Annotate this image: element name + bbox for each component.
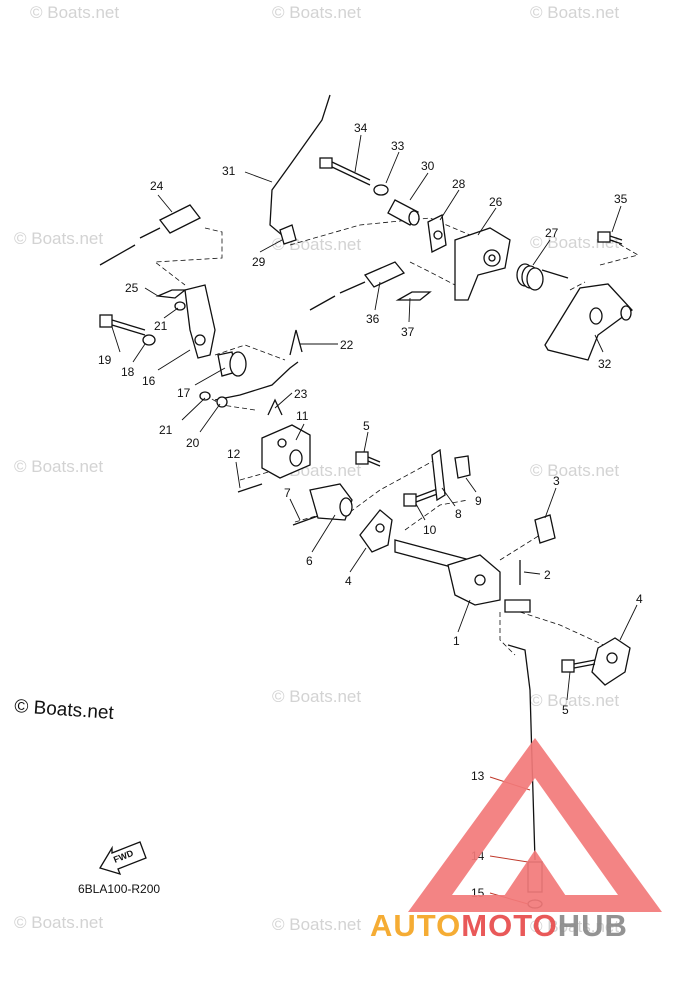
callout-12: 12 <box>227 447 241 461</box>
callout-20: 20 <box>186 436 200 450</box>
watermark: © Boats.net <box>14 913 103 932</box>
cable-end-24 <box>99 204 201 266</box>
watermarks: © Boats.net © Boats.net © Boats.net © Bo… <box>14 3 619 936</box>
shaft-1 <box>394 539 531 613</box>
washer-18 <box>142 334 156 346</box>
washer-33 <box>373 184 389 196</box>
bolt-5a <box>355 451 381 467</box>
callout-1: 1 <box>453 634 460 648</box>
logo-triangle-icon <box>408 738 662 912</box>
callout-8: 8 <box>455 507 462 521</box>
callout-7: 7 <box>284 486 291 500</box>
callout-33: 33 <box>391 139 405 153</box>
plate-8 <box>431 448 446 502</box>
cable-end-36 <box>309 261 406 311</box>
rod-13 <box>507 644 536 861</box>
callout-9: 9 <box>475 494 482 508</box>
plate-9 <box>454 455 471 479</box>
callout-3: 3 <box>553 474 560 488</box>
watermark: © Boats.net <box>530 461 619 480</box>
fwd-arrow: FWD <box>99 841 147 876</box>
callout-17: 17 <box>177 386 191 400</box>
callout-31: 31 <box>222 164 236 178</box>
callout-35: 35 <box>614 192 628 206</box>
callout-21a: 21 <box>154 319 168 333</box>
callout-13: 13 <box>471 769 485 783</box>
callout-19: 19 <box>98 353 112 367</box>
bolt-10 <box>403 487 441 507</box>
link-20 <box>214 361 299 401</box>
pin-22 <box>289 329 303 356</box>
callout-23: 23 <box>294 387 308 401</box>
parts <box>99 94 633 909</box>
clip-3 <box>534 514 556 544</box>
callouts: 34 33 30 31 28 26 35 24 27 29 25 36 37 3… <box>98 121 643 900</box>
callout-10: 10 <box>423 523 437 537</box>
pin-12 <box>237 483 263 493</box>
watermark: © Boats.net <box>530 917 619 936</box>
callout-2: 2 <box>544 568 551 582</box>
callout-36: 36 <box>366 312 380 326</box>
washer-21b <box>199 391 211 401</box>
watermark: © Boats.net <box>530 691 619 710</box>
lever-26 <box>454 227 511 301</box>
watermark: © Boats.net <box>272 687 361 706</box>
block-11 <box>261 424 311 479</box>
bracket-4b <box>591 637 631 686</box>
sleeve-30 <box>387 199 420 226</box>
copyright-mark: © Boats.net <box>14 696 115 724</box>
callout-26: 26 <box>489 195 503 209</box>
callout-11: 11 <box>296 409 309 423</box>
leader-lines <box>111 134 638 905</box>
watermark: © Boats.net <box>530 3 619 22</box>
logo-inner-triangle-icon <box>498 850 572 905</box>
callout-29: 29 <box>252 255 266 269</box>
callout-21b: 21 <box>159 423 173 437</box>
assembly-lines <box>153 217 640 656</box>
bracket-32 <box>544 283 633 361</box>
clip-25 <box>155 289 187 299</box>
bracket-4a <box>359 509 393 553</box>
callout-18: 18 <box>121 365 135 379</box>
lever-16 <box>184 284 216 359</box>
pin-23 <box>267 398 283 416</box>
knob-17 <box>217 351 247 377</box>
callout-34: 34 <box>354 121 368 135</box>
logo-text: AUTOMOTOHUB <box>370 908 628 943</box>
spring-27 <box>516 263 569 291</box>
watermark: © Boats.net <box>272 915 361 934</box>
diagram-code: 6BLA100-R200 <box>78 882 160 896</box>
callout-4a: 4 <box>345 574 352 588</box>
bolt-19 <box>99 314 146 336</box>
bolt-5b <box>561 659 596 673</box>
callout-25: 25 <box>125 281 139 295</box>
watermark: © Boats.net <box>30 3 119 22</box>
callout-27: 27 <box>545 226 559 240</box>
automotohub-logo: AUTOMOTOHUB <box>370 738 662 943</box>
callout-30: 30 <box>421 159 435 173</box>
watermark: © Boats.net <box>14 229 103 248</box>
collar-6 <box>309 483 353 521</box>
callout-4b: 4 <box>636 592 643 606</box>
bolt-34 <box>319 157 371 186</box>
clip-29 <box>279 224 297 245</box>
callout-5a: 5 <box>363 419 370 433</box>
callout-22: 22 <box>340 338 354 352</box>
watermark: © Boats.net <box>14 457 103 476</box>
pin-7 <box>292 515 319 526</box>
callout-28: 28 <box>452 177 466 191</box>
rod-31 <box>269 94 331 236</box>
clip-37 <box>395 291 432 301</box>
watermark: © Boats.net <box>272 3 361 22</box>
callout-6: 6 <box>306 554 313 568</box>
callout-5b: 5 <box>562 703 569 717</box>
bolt-35 <box>597 231 623 245</box>
callout-24: 24 <box>150 179 164 193</box>
callout-37: 37 <box>401 325 415 339</box>
watermark: © Boats.net <box>530 233 619 252</box>
callout-32: 32 <box>598 357 612 371</box>
callout-16: 16 <box>142 374 156 388</box>
